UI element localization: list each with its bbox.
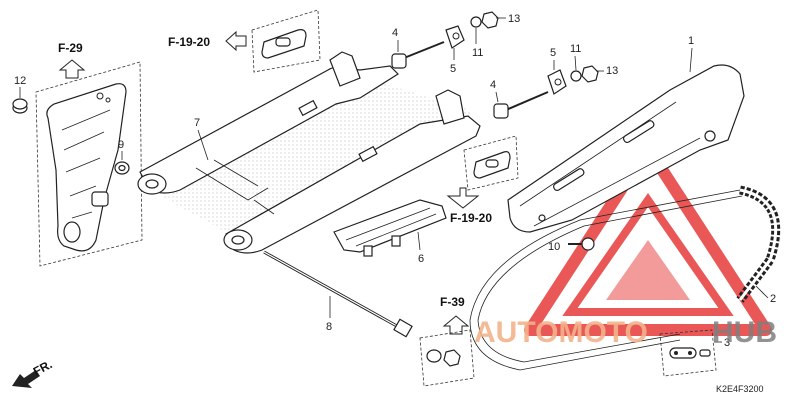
- ref-label-f39[interactable]: F-39: [440, 295, 465, 309]
- up-arrow-icon: [58, 59, 86, 79]
- cover-plate-part-top[interactable]: [251, 9, 321, 73]
- washer-part-12[interactable]: [12, 98, 28, 114]
- pivot-bushing-part-left[interactable]: [137, 173, 167, 195]
- up-arrow-icon-lower: [442, 315, 470, 335]
- callout-13-upper: 13: [508, 13, 520, 25]
- watermark-text-b: HUB: [712, 316, 777, 349]
- nut-part-upper-13[interactable]: [481, 11, 499, 29]
- nut-part-lower-11[interactable]: [570, 70, 582, 82]
- callout-10: 10: [548, 241, 560, 253]
- callout-4-lower: 4: [490, 79, 496, 91]
- ref-label-f29[interactable]: F-29: [58, 41, 83, 55]
- flange-bolt-part[interactable]: [568, 237, 595, 251]
- callout-11-lower: 11: [570, 43, 581, 55]
- drawing-code: K2E4F3200: [716, 384, 764, 394]
- callout-3: 3: [724, 337, 730, 349]
- chain-joint-part[interactable]: [659, 329, 717, 377]
- callout-12: 12: [14, 75, 26, 87]
- collar-part-lower[interactable]: [547, 69, 567, 95]
- callout-6: 6: [418, 253, 424, 265]
- pivot-bushing-part-right[interactable]: [223, 229, 253, 251]
- callout-1: 1: [688, 35, 694, 47]
- left-arrow-icon: [225, 30, 247, 52]
- callout-2: 2: [770, 293, 776, 305]
- chain-slider-part[interactable]: [333, 199, 447, 257]
- callout-5-lower: 5: [550, 47, 556, 59]
- front-direction-arrow-icon: [12, 370, 40, 388]
- collar-part-upper[interactable]: [445, 25, 465, 49]
- cover-plate-part-middle[interactable]: [463, 135, 519, 191]
- watermark-text-a: AUTOMOTO: [474, 316, 648, 349]
- nut-part-upper-11[interactable]: [470, 16, 482, 28]
- swingarm-part[interactable]: [139, 51, 481, 254]
- nut-washer-part-lower[interactable]: [419, 329, 475, 387]
- callout-11-upper: 11: [472, 47, 483, 59]
- callout-13-lower: 13: [606, 65, 618, 77]
- callout-7: 7: [194, 117, 200, 129]
- callout-8: 8: [326, 321, 332, 333]
- adjuster-bolt-part-upper[interactable]: [391, 41, 445, 69]
- drive-chain-part[interactable]: [469, 185, 781, 371]
- adjuster-bolt-part-lower[interactable]: [493, 91, 549, 119]
- step-bracket-part[interactable]: [35, 61, 143, 267]
- callout-4-upper: 4: [392, 27, 398, 39]
- ref-label-f19-20-top[interactable]: F-19-20: [168, 35, 210, 49]
- callout-5-upper: 5: [450, 63, 456, 75]
- callout-9: 9: [118, 139, 124, 151]
- washer-part-9[interactable]: [114, 161, 130, 175]
- ref-label-f19-20-middle[interactable]: F-19-20: [450, 211, 492, 225]
- pivot-bolt-part[interactable]: [263, 250, 413, 338]
- nut-part-lower-13[interactable]: [581, 65, 599, 83]
- down-arrow-icon: [446, 187, 480, 209]
- chain-case-part[interactable]: [507, 64, 745, 233]
